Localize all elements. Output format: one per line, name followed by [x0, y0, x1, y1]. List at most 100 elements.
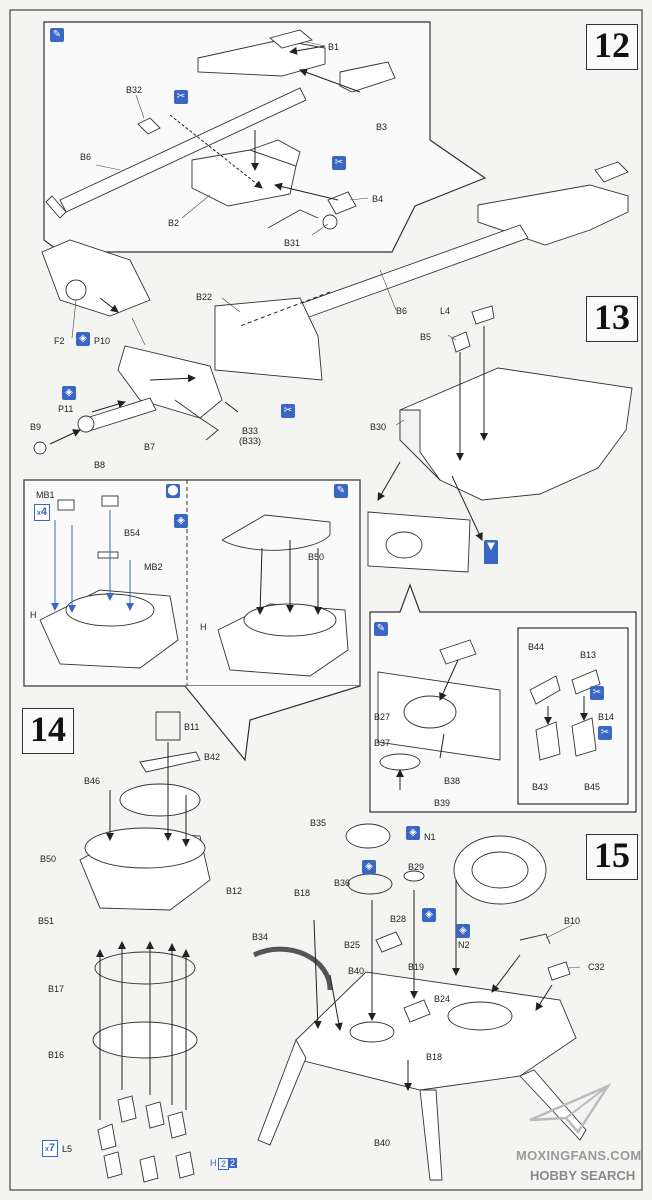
step14-assembly — [79, 711, 211, 1183]
watermark-brand: HOBBY SEARCH — [530, 1168, 636, 1183]
step13-detail-arrows — [396, 659, 588, 790]
part-label: B24 — [434, 994, 451, 1004]
quantity-x4-badge: x4 — [34, 504, 51, 521]
movable-part-icon: ◈ — [406, 826, 420, 840]
optional-parts-icon: ⬤ — [166, 484, 180, 498]
part-label: L5 — [62, 1144, 73, 1154]
step-number-13: 13 — [586, 296, 638, 342]
glue-brush-icon: ✎ — [334, 484, 348, 498]
part-label: B6 — [396, 306, 408, 316]
part-label: B28 — [390, 914, 407, 924]
part-label: N2 — [458, 940, 470, 950]
step13-assembly — [367, 305, 633, 573]
part-label: F2 — [54, 336, 65, 346]
movable-part-icon: ◈ — [174, 514, 188, 528]
paper-plane-logo — [529, 1083, 612, 1135]
cut-remove-icon: ✂ — [281, 404, 295, 418]
part-label: B50 — [40, 854, 57, 864]
part-label: B42 — [204, 752, 221, 762]
step-number-12: 12 — [586, 24, 638, 70]
cut-remove-icon: ✂ — [598, 726, 612, 740]
part-label: B1 — [328, 42, 340, 52]
part-label: B30 — [370, 422, 387, 432]
part-label: P11 — [58, 404, 74, 414]
part-label: B36 — [334, 878, 351, 888]
step-number-15: 15 — [586, 834, 638, 880]
part-label: B40 — [348, 966, 365, 976]
page-border — [9, 9, 643, 1191]
part-label: B7 — [144, 442, 156, 452]
part-label: B27 — [374, 712, 391, 722]
part-label: B11 — [184, 722, 200, 732]
part-label: B17 — [48, 984, 65, 994]
step12-main-assembly — [33, 161, 629, 455]
part-label: MB2 — [144, 562, 163, 572]
cut-remove-icon: ✂ — [590, 686, 604, 700]
part-label: B18 — [294, 888, 311, 898]
movable-part-icon: ◈ — [62, 386, 76, 400]
quantity-value: 4 — [40, 506, 48, 518]
watermark-site: MOXINGFANS.COM — [516, 1148, 642, 1163]
part-label: B33 — [242, 426, 259, 436]
step12-arrows — [169, 45, 361, 201]
part-label: B45 — [584, 782, 601, 792]
part-label: B19 — [408, 962, 425, 972]
part-label: B39 — [434, 798, 451, 808]
part-label: MB1 — [36, 490, 55, 500]
part-label: B31 — [284, 238, 301, 248]
step13-arrows — [377, 326, 488, 541]
glue-brush-icon: ✎ — [50, 28, 64, 42]
part-label: B51 — [38, 916, 55, 926]
part-label: B13 — [580, 650, 597, 660]
part-ref-number: 2 — [228, 1158, 238, 1168]
part-label: B50 — [308, 552, 325, 562]
part-label: H — [200, 622, 207, 632]
part-label: B37 — [374, 738, 391, 748]
part-label: H — [30, 610, 37, 620]
part-label: B32 — [126, 85, 143, 95]
step14-arrows — [96, 742, 190, 1120]
part-label: B18 — [426, 1052, 443, 1062]
part-label: B40 — [374, 1138, 391, 1148]
drill-hole-icon: ▼ — [484, 540, 498, 554]
part-label: B43 — [532, 782, 549, 792]
part-label: B44 — [528, 642, 545, 652]
part-label: N1 — [424, 832, 436, 842]
part-label: B3 — [376, 122, 388, 132]
part-label: B35 — [310, 818, 327, 828]
part-label: B14 — [598, 712, 615, 722]
hatch-detail-arrows — [51, 510, 322, 615]
part-label: B12 — [226, 886, 243, 896]
quantity-value: 7 — [48, 1142, 56, 1154]
part-label: B2 — [168, 218, 180, 228]
movable-part-icon: ◈ — [362, 860, 376, 874]
part-label: B54 — [124, 528, 141, 538]
label-leaders — [71, 41, 581, 969]
step12-main-arrows — [49, 291, 331, 445]
glue-brush-icon: ✎ — [374, 622, 388, 636]
cut-remove-icon: ✂ — [174, 90, 188, 104]
part-ref-code: H — [210, 1158, 217, 1168]
part-label: B38 — [444, 776, 461, 786]
quantity-x7-badge: x7 — [42, 1140, 59, 1157]
part-label: (B33) — [239, 436, 262, 446]
cut-remove-icon: ✂ — [332, 156, 346, 170]
part-label: C32 — [588, 962, 605, 972]
step15-arrows — [313, 880, 553, 1091]
part-label: B5 — [420, 332, 432, 342]
movable-part-icon: ◈ — [422, 908, 436, 922]
part-label: B16 — [48, 1050, 65, 1060]
part-label: B25 — [344, 940, 361, 950]
part-label: B22 — [196, 292, 213, 302]
movable-part-icon: ◈ — [76, 332, 90, 346]
part-label: B4 — [372, 194, 384, 204]
step13-detail-parts — [377, 639, 601, 771]
step-number-14: 14 — [22, 708, 74, 754]
part-label: B6 — [80, 152, 92, 162]
part-label: B34 — [252, 932, 269, 942]
part-label: B46 — [84, 776, 101, 786]
part-label: B8 — [94, 460, 106, 470]
part-label: L4 — [440, 306, 451, 316]
